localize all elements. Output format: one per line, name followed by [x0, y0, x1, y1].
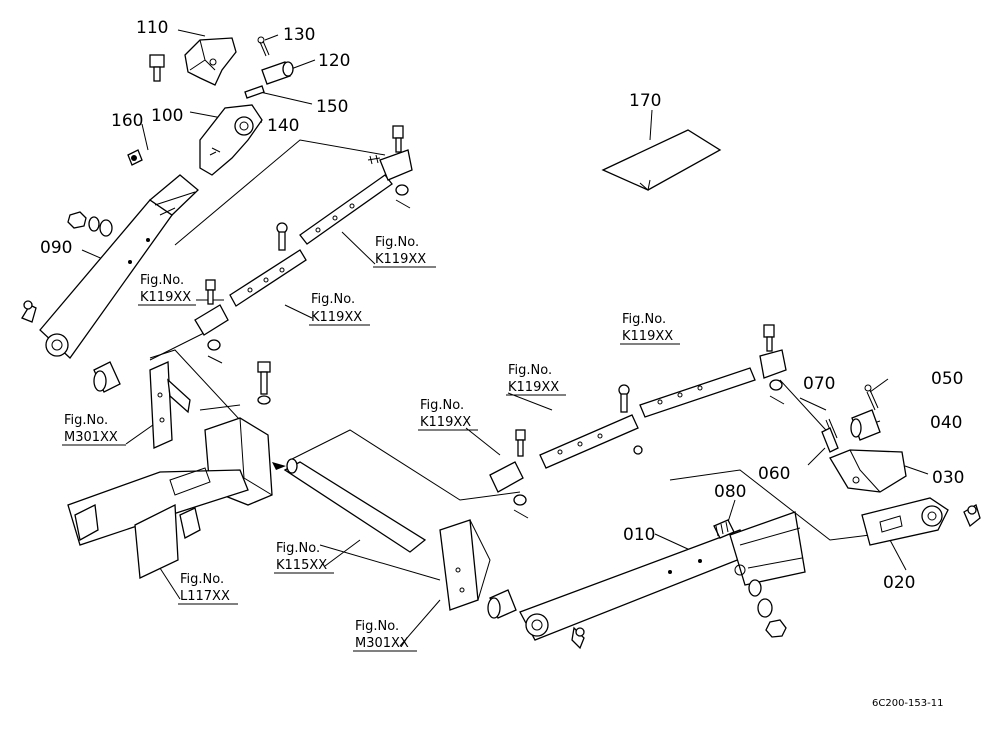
callout-060: 060 [758, 464, 790, 484]
split-pin-130 [257, 36, 270, 57]
svg-text:Fig.No.: Fig.No. [180, 572, 224, 587]
assembly-center-lines [149, 139, 871, 581]
svg-text:K119XX: K119XX [420, 415, 471, 430]
callout-010: 010 [623, 525, 655, 545]
bolt-upper-left [149, 54, 165, 82]
drawing-number: 6C200-153-11 [872, 698, 943, 709]
svg-text:Fig.No.: Fig.No. [375, 235, 419, 250]
side-bracket-left [149, 361, 191, 449]
svg-text:Fig.No.: Fig.No. [420, 398, 464, 413]
clevis-right-upper [759, 324, 787, 405]
split-pin-050 [864, 384, 879, 411]
lower-link-010 [519, 511, 806, 641]
cross-shaft [272, 458, 427, 553]
callout-120: 120 [318, 51, 350, 71]
fig-ref-k115xx: Fig.No. K115XX [274, 541, 334, 574]
turnbuckle-100 [199, 104, 263, 176]
hitch-pin-left [21, 300, 37, 323]
bracket-030 [829, 449, 907, 493]
clevis-right-lower [489, 429, 529, 519]
callout-100: 100 [151, 106, 183, 126]
svg-text:K119XX: K119XX [140, 290, 191, 305]
pin-with-ring-right [618, 384, 643, 455]
svg-text:Fig.No.: Fig.No. [140, 273, 184, 288]
callout-150: 150 [316, 97, 348, 117]
svg-text:Fig.No.: Fig.No. [64, 413, 108, 428]
callout-020: 020 [883, 573, 915, 593]
callout-110: 110 [136, 18, 168, 38]
pin-120 [261, 61, 294, 85]
side-bracket-center [439, 519, 491, 611]
fig-ref-l117xx: Fig.No. L117XX [178, 572, 238, 605]
pin-040 [850, 409, 881, 441]
callout-050: 050 [931, 369, 963, 389]
grease-nipple-080 [713, 519, 735, 539]
check-chain-right [539, 367, 756, 469]
pin-060 [821, 427, 839, 453]
svg-text:Fig.No.: Fig.No. [355, 619, 399, 634]
svg-text:K119XX: K119XX [375, 252, 426, 267]
fig-ref-k119xx-lower-center: Fig.No. K119XX [418, 398, 478, 431]
figure-references: Fig.No. K119XX Fig.No. K119XX Fig.No. K1… [62, 235, 680, 652]
callout-labels: 110 130 120 150 160 100 140 170 090 070 … [40, 18, 964, 593]
clevis-left-upper [367, 125, 413, 209]
nuts-washers-right [748, 579, 787, 638]
lower-link-090 [39, 174, 199, 359]
callout-070: 070 [803, 374, 835, 394]
svg-text:M301XX: M301XX [64, 430, 118, 445]
fig-ref-m301xx-center: Fig.No. M301XX [353, 619, 417, 652]
svg-text:L117XX: L117XX [180, 589, 230, 604]
hitch-pin-right-bottom [571, 626, 585, 650]
fig-ref-k119xx-left: Fig.No. K119XX [138, 273, 196, 306]
fig-ref-m301xx-left: Fig.No. M301XX [62, 413, 126, 446]
svg-text:Fig.No.: Fig.No. [311, 292, 355, 307]
svg-text:K119XX: K119XX [508, 380, 559, 395]
grease-nipple-160 [127, 149, 143, 166]
fig-ref-k119xx-upper-right: Fig.No. K119XX [620, 312, 680, 345]
svg-text:Fig.No.: Fig.No. [622, 312, 666, 327]
svg-text:K115XX: K115XX [276, 558, 327, 573]
fig-ref-k119xx-mid-left: Fig.No. K119XX [309, 292, 370, 326]
callout-030: 030 [932, 468, 964, 488]
svg-text:M301XX: M301XX [355, 636, 409, 651]
bracket-110 [184, 37, 237, 86]
fig-ref-k119xx-center: Fig.No. K119XX [506, 363, 566, 396]
decal-sheet-170 [601, 129, 722, 191]
callout-130: 130 [283, 25, 315, 45]
callout-170: 170 [629, 91, 661, 111]
svg-text:Fig.No.: Fig.No. [508, 363, 552, 378]
pin-with-ring-left [276, 222, 288, 251]
svg-text:Fig.No.: Fig.No. [276, 541, 320, 556]
callout-090: 090 [40, 238, 72, 258]
callout-040: 040 [930, 413, 962, 433]
fig-ref-k119xx-upper-left: Fig.No. K119XX [373, 235, 436, 268]
bush-center [487, 589, 517, 619]
svg-text:K119XX: K119XX [311, 310, 362, 325]
nut-washer-left [67, 211, 113, 237]
bush-left [93, 361, 121, 393]
turnbuckle-020 [861, 497, 949, 546]
hitch-pin-right [963, 504, 981, 528]
drawbar-frame [67, 467, 249, 579]
callout-080: 080 [714, 482, 746, 502]
callout-160: 160 [111, 111, 143, 131]
spring-pin-150 [244, 85, 265, 99]
clevis-left-lower [194, 279, 229, 364]
check-chain-upper-left [229, 174, 393, 307]
svg-text:K119XX: K119XX [622, 329, 673, 344]
callout-140: 140 [267, 116, 299, 136]
